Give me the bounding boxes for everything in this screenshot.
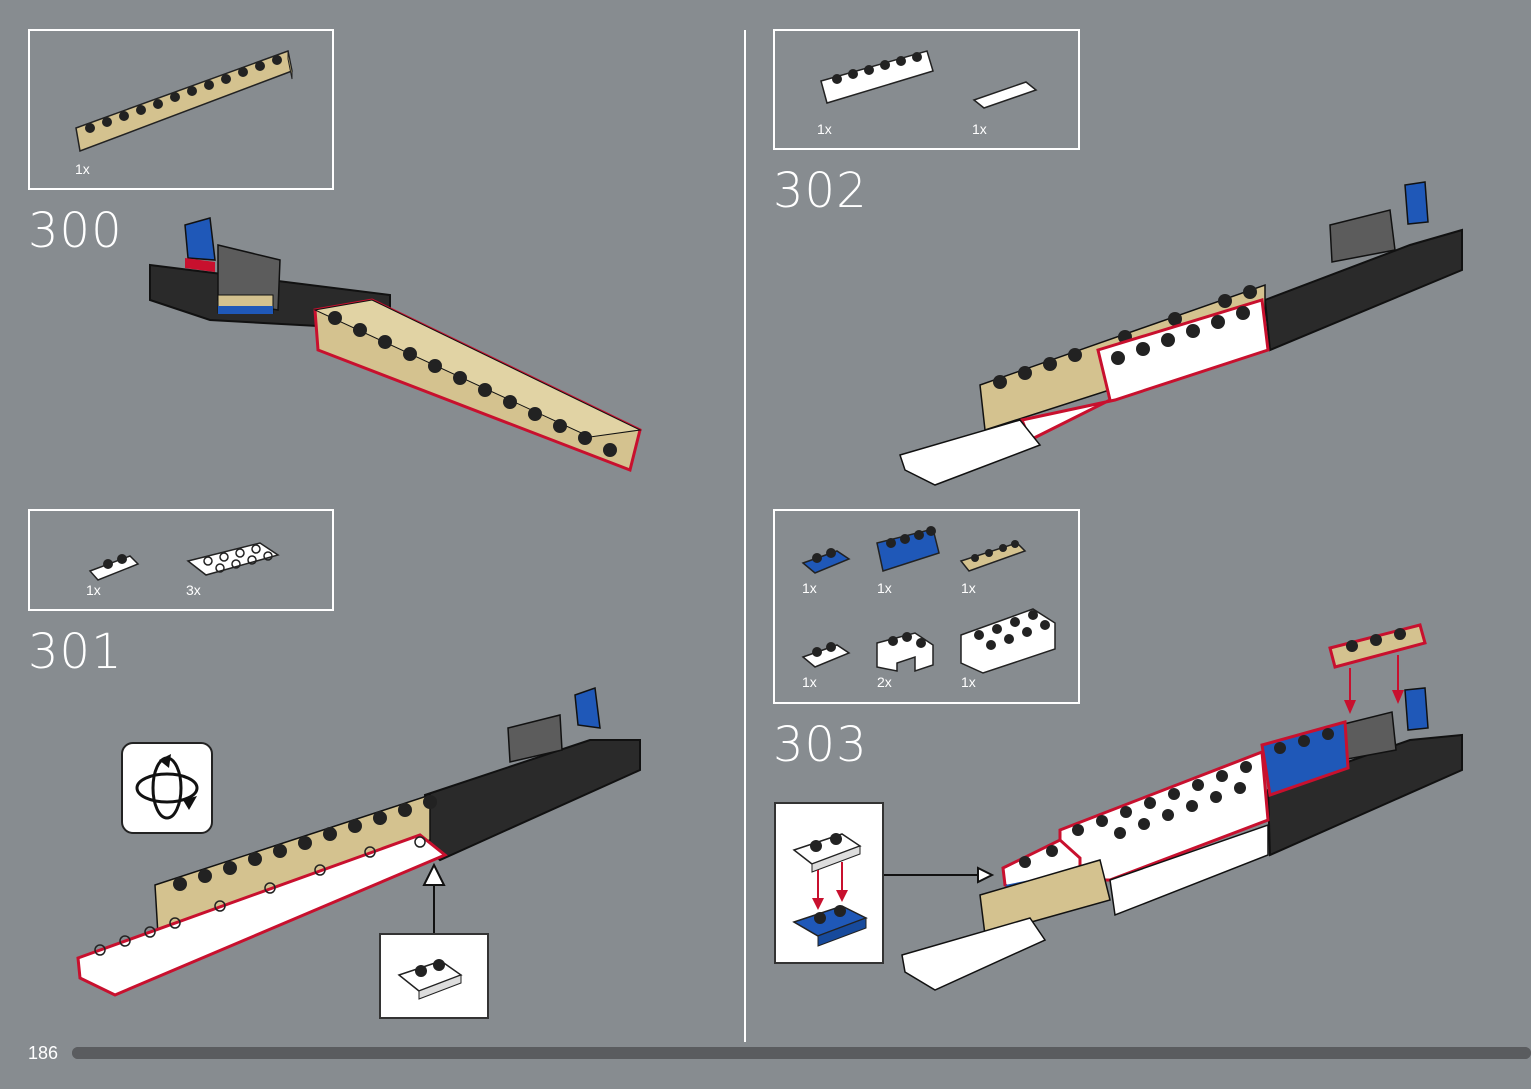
parts-box-303: 1x 1x 1x 1x 2x 1x bbox=[773, 509, 1080, 704]
white-tile-1x4-part bbox=[972, 81, 1038, 109]
parts-box-300: 1x bbox=[28, 29, 334, 190]
part-qty: 1x bbox=[972, 121, 987, 137]
callout-box-301 bbox=[379, 933, 489, 1019]
part-qty: 1x bbox=[75, 161, 90, 177]
white-brick-1x6-part bbox=[820, 50, 934, 104]
progress-bar bbox=[72, 1047, 1531, 1059]
part-qty: 1x bbox=[877, 580, 892, 596]
part-qty: 1x bbox=[961, 674, 976, 690]
part-qty: 1x bbox=[802, 674, 817, 690]
part-qty: 2x bbox=[877, 674, 892, 690]
rotate-model-icon bbox=[121, 742, 213, 834]
parts-box-302: 1x 1x bbox=[773, 29, 1080, 150]
step-number-300: 300 bbox=[28, 203, 123, 259]
parts-box-301: 1x 3x bbox=[28, 509, 334, 611]
step-number-302: 302 bbox=[773, 163, 868, 219]
progress-fill bbox=[72, 1047, 1531, 1059]
parts-icons-303 bbox=[801, 526, 1056, 674]
page-number: 186 bbox=[28, 1043, 59, 1063]
page-divider bbox=[744, 30, 746, 1042]
part-qty: 1x bbox=[961, 580, 976, 596]
part-qty: 3x bbox=[186, 582, 201, 598]
tan-brick-1x12-part bbox=[75, 49, 293, 153]
part-qty: 1x bbox=[802, 580, 817, 596]
white-plate-1x2-part bbox=[88, 554, 140, 581]
callout-box-303 bbox=[774, 802, 884, 964]
step-number-303: 303 bbox=[773, 717, 868, 773]
white-plate-2x4-part bbox=[186, 542, 280, 576]
step-number-301: 301 bbox=[28, 624, 123, 680]
part-qty: 1x bbox=[817, 121, 832, 137]
part-qty: 1x bbox=[86, 582, 101, 598]
